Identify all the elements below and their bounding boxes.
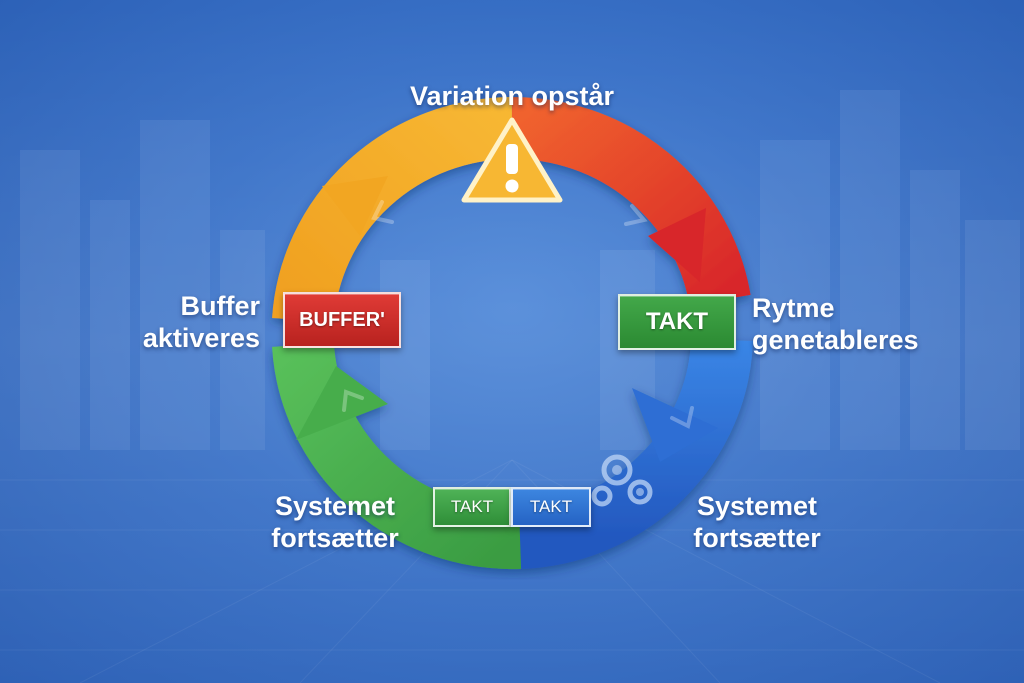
label-system-right-line1: Systemet <box>696 491 818 521</box>
arrowhead-green <box>296 366 388 440</box>
takt-tag-right: TAKT <box>618 294 736 350</box>
label-system-left-line1: Systemet <box>274 491 396 521</box>
label-system-right-line2: fortsætter <box>693 523 821 553</box>
arrowhead-orange <box>322 176 388 236</box>
label-buffer-activated: Buffer aktiveres <box>140 290 260 354</box>
arc-green <box>272 342 522 570</box>
label-rhythm-restored: Rytme genetableres <box>752 292 952 356</box>
label-system-continues-right: Systemet fortsætter <box>672 490 842 554</box>
arc-red <box>511 96 751 306</box>
arrowhead-red <box>648 208 706 282</box>
takt-tag-bottom-blue: TAKT <box>511 487 591 527</box>
label-variation: Variation opstår <box>352 80 672 112</box>
takt-tag-bottom-green: TAKT <box>433 487 511 527</box>
label-rhythm-line2: genetableres <box>752 325 919 355</box>
label-buffer-line1: Buffer <box>180 291 261 321</box>
warning-triangle-icon <box>461 117 563 203</box>
gears-icon <box>591 454 653 507</box>
label-system-left-line2: fortsætter <box>271 523 399 553</box>
label-variation-text: Variation opstår <box>409 81 615 111</box>
arrowhead-blue <box>632 388 718 462</box>
label-rhythm-line1: Rytme <box>752 293 835 323</box>
label-buffer-line2: aktiveres <box>142 323 260 353</box>
label-system-continues-left: Systemet fortsætter <box>250 490 420 554</box>
buffer-tag: BUFFER' <box>283 292 401 348</box>
arc-blue <box>518 338 753 569</box>
